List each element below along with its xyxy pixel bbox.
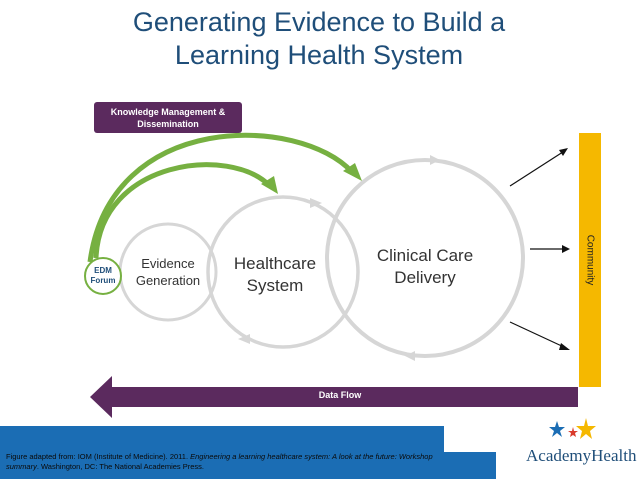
green-arrow-to-healthcare [93, 162, 272, 259]
community-arrowhead-mid [562, 245, 570, 253]
healthcare-cycle-arrowhead-bottom [238, 334, 250, 344]
logo-star-red-icon [568, 427, 578, 437]
clinical-cycle-arrowhead-top [430, 155, 440, 165]
community-bar: Community [579, 133, 601, 387]
data-flow-arrow [90, 376, 578, 418]
green-arrowhead-clinical [343, 163, 362, 181]
clinical-label-line-2: Delivery [394, 268, 456, 287]
healthcare-label-line-2: System [246, 276, 304, 295]
edm-forum-circle: EDM Forum [84, 257, 122, 295]
clinical-care-delivery-label: Clinical Care Delivery [360, 245, 490, 289]
academyhealth-logo: AcademyHealth [526, 446, 637, 465]
healthcare-label-line-1: Healthcare [233, 254, 317, 273]
community-arrowhead-down [559, 343, 570, 350]
citation-part-2: . Washington, DC: The National Academies… [36, 462, 205, 471]
knowledge-box-line-1: Knowledge Management & [110, 106, 226, 117]
edm-label-line-1: EDM [94, 266, 112, 275]
knowledge-box-line-2: Dissemination [137, 118, 199, 129]
title-line-2: Learning Health System [174, 40, 464, 70]
clinical-cycle-arrowhead-bottom [405, 351, 415, 361]
clinical-label-line-1: Clinical Care [376, 246, 474, 265]
evidence-label-line-1: Evidence [141, 256, 195, 271]
healthcare-system-circle [206, 195, 360, 349]
footer-bar-bottom [0, 452, 496, 479]
citation-title: Engineering a learning healthcare system… [6, 452, 433, 471]
community-label: Community [584, 234, 596, 286]
logo-star-gold-icon [576, 418, 596, 439]
community-arrow-up [509, 149, 567, 187]
title-line-1: Generating Evidence to Build a [132, 7, 506, 37]
data-flow-label: Data Flow [318, 390, 362, 400]
community-arrowhead-up [559, 148, 568, 156]
footer-bar-top [0, 426, 444, 452]
community-arrow-down [509, 321, 567, 349]
citation-part-1: Figure adapted from: IOM (Institute of M… [6, 452, 191, 461]
evidence-label-line-2: Generation [135, 273, 201, 288]
clinical-care-circle [325, 158, 525, 358]
edm-label-line-2: Forum [90, 276, 116, 285]
healthcare-cycle-arrowhead-top [310, 198, 322, 208]
green-arrowhead-healthcare [261, 176, 278, 194]
evidence-generation-label: Evidence Generation [126, 255, 210, 289]
knowledge-management-box: Knowledge Management & Dissemination [94, 102, 242, 133]
green-arrow-to-clinical [87, 132, 354, 263]
slide-title: Generating Evidence to Build a Learning … [0, 6, 638, 72]
logo-star-blue-icon [549, 421, 565, 437]
healthcare-system-label: Healthcare System [220, 253, 330, 297]
figure-citation: Figure adapted from: IOM (Institute of M… [6, 452, 438, 472]
